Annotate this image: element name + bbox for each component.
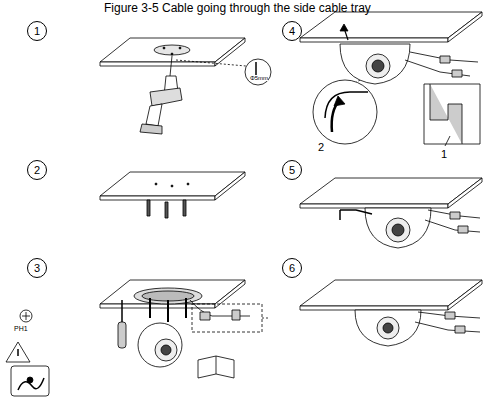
step-number: 3	[27, 258, 47, 278]
cable-tray-detail	[313, 80, 377, 144]
callout-number: 2	[318, 142, 324, 153]
callout-number: 1	[441, 149, 447, 160]
step-number: 2	[27, 160, 47, 180]
screw	[150, 298, 186, 322]
ceiling-plate	[100, 172, 245, 200]
figure-title: Figure 3-5 Cable going through the side …	[104, 2, 371, 14]
electric-drill	[140, 56, 182, 134]
step-number-text: 1	[34, 26, 40, 37]
step-number-text: 3	[34, 263, 40, 274]
step-number: 5	[282, 160, 302, 180]
step-number-text: 2	[34, 165, 40, 176]
dome-camera	[340, 44, 478, 84]
ceiling-plate	[300, 280, 482, 310]
cable	[190, 300, 270, 320]
cable-detail-box	[192, 304, 262, 332]
ceiling-plate	[300, 178, 482, 208]
phillips-symbol	[20, 310, 32, 322]
tray-detail-box	[424, 84, 480, 144]
step-number-text: 4	[289, 26, 295, 37]
ceiling-plate	[100, 38, 245, 66]
step-number-text: 5	[289, 165, 295, 176]
dome-camera	[365, 208, 480, 248]
dome-camera	[355, 310, 480, 346]
ceiling-plate	[300, 12, 482, 42]
step-number-text: 6	[289, 263, 295, 274]
drill-bit-magnifier	[245, 59, 271, 85]
warning-symbol	[6, 342, 49, 396]
hex-wrench	[340, 210, 372, 220]
tool-spec: Φ5mm	[250, 75, 268, 81]
camera-ball	[138, 323, 182, 367]
expansion-bolt	[147, 183, 189, 218]
tool-spec: PH1	[14, 325, 28, 332]
step-number: 4	[282, 21, 302, 41]
step-number: 6	[282, 258, 302, 278]
mounting-area	[154, 45, 190, 55]
manual-book	[198, 356, 234, 378]
screwdriver	[118, 300, 126, 348]
step-number: 1	[27, 21, 47, 41]
